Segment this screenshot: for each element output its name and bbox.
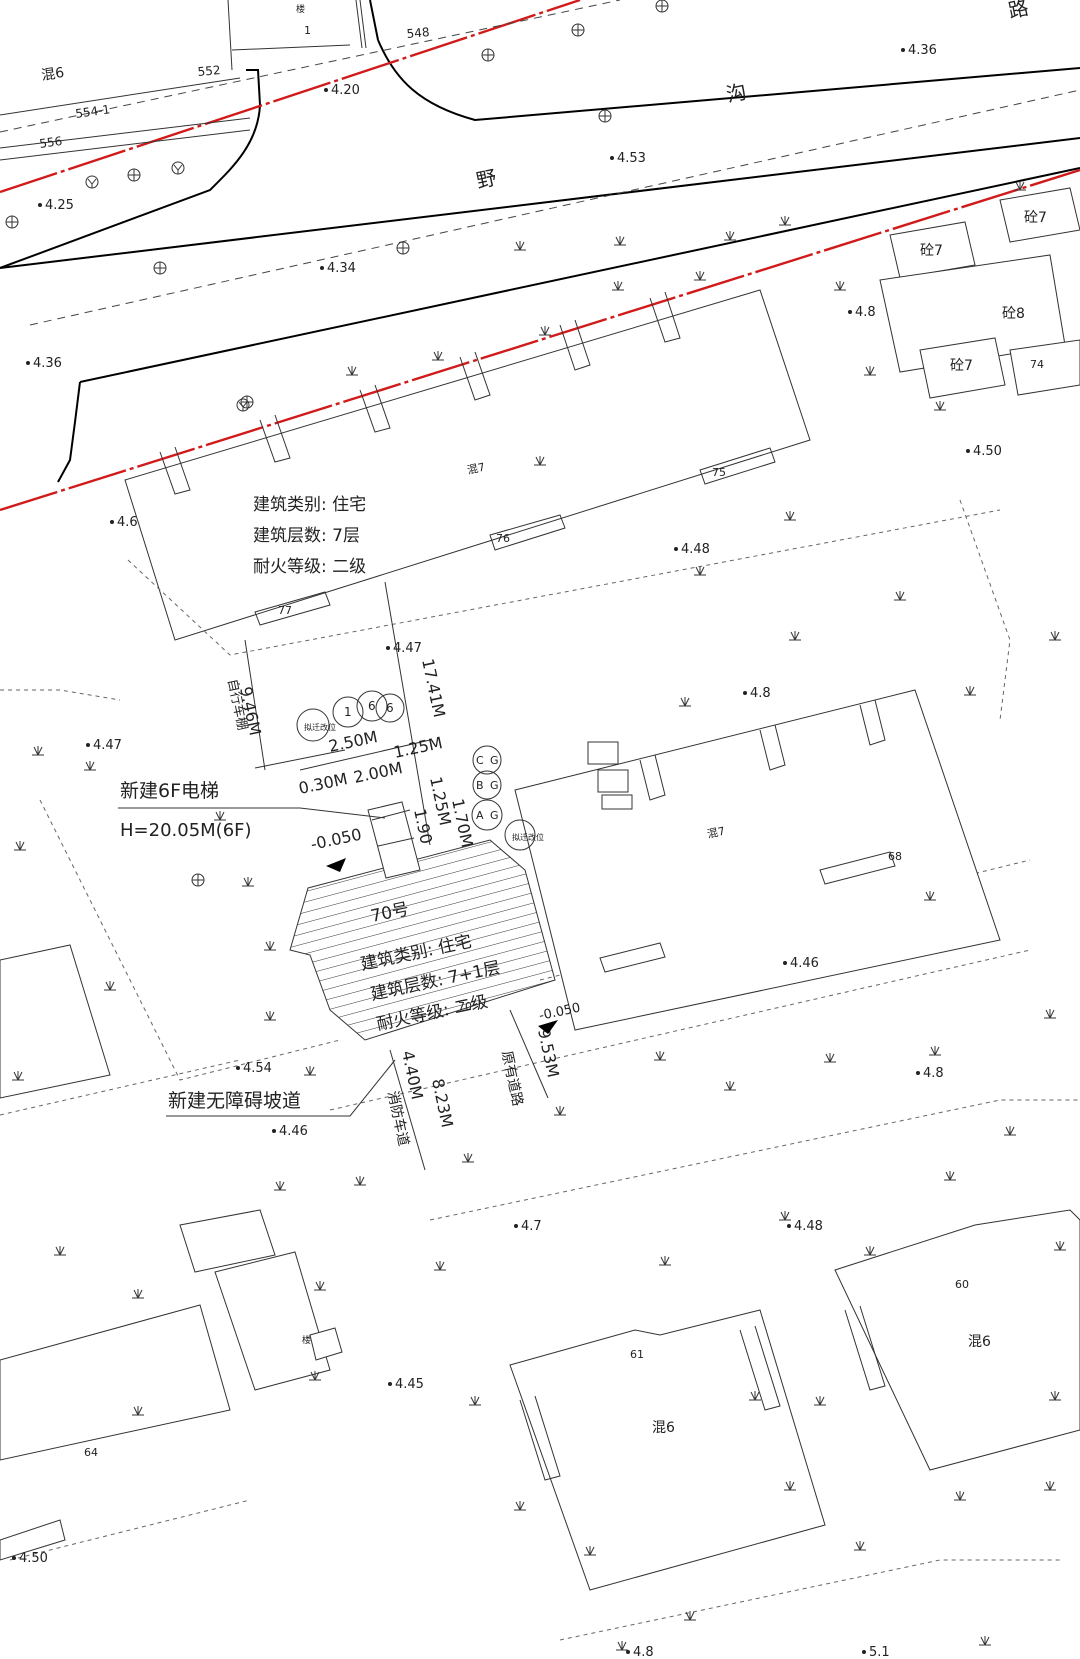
level-marker-1: [326, 858, 346, 872]
parcel-60: 60: [955, 1278, 969, 1291]
elev-e12: 4.8: [750, 686, 771, 701]
parcel-61: 61: [630, 1348, 644, 1361]
dim-100: 1.90: [410, 807, 436, 846]
parcel-75: 75: [712, 466, 726, 479]
north-bldg-floors: 建筑层数: 7层: [253, 526, 360, 546]
elev-e5: 4.34: [327, 261, 356, 276]
mix6-a: 混6: [652, 1420, 675, 1436]
dim-1741: 17.41M: [418, 657, 449, 719]
tree-code-3: 6: [386, 701, 394, 715]
elev-e17: 4.8: [923, 1066, 944, 1081]
middle-building: [514, 689, 1001, 1031]
parcel-lines-top: [0, 0, 367, 161]
existing-road-label: 原有道路: [498, 1050, 525, 1108]
elev-e18: 4.7: [521, 1219, 542, 1234]
elev-e22: 4.8: [633, 1645, 654, 1659]
elev-e16: 4.46: [279, 1124, 308, 1139]
elev-e1: 4.36: [908, 43, 937, 58]
mix6-b: 混6: [968, 1334, 991, 1350]
dim-030: 0.30M: [297, 769, 349, 798]
elev-e11: 4.47: [393, 641, 422, 656]
tree-code-5: G: [490, 754, 499, 767]
parcel-554: 554-1: [74, 102, 110, 121]
tree-code-7: G: [490, 779, 499, 792]
elev-e19: 4.48: [794, 1219, 823, 1234]
road-red-lines: [0, 0, 1080, 512]
elev-e23: 5.1: [869, 1645, 890, 1659]
one-label: 1: [304, 24, 311, 37]
north-building-label: 混7: [466, 460, 486, 476]
ramp-leader: [166, 1059, 396, 1117]
elev-e4: 4.53: [617, 151, 646, 166]
elevator-height: H=20.05M(6F): [120, 820, 252, 841]
parcel-552: 552: [197, 63, 221, 79]
con7-b: 砼7: [920, 243, 943, 259]
dimension-lines: [244, 581, 549, 1171]
tree-code-1: 1: [344, 705, 352, 719]
con8: 砼8: [1002, 306, 1025, 322]
elevator-leader: [118, 807, 386, 819]
elev-e3: 4.25: [45, 198, 74, 213]
street-char-3: 路: [1006, 0, 1031, 23]
road-edges: [0, 0, 1080, 483]
elev-e8: 4.50: [973, 444, 1002, 459]
elev-e20: 4.45: [395, 1377, 424, 1392]
dim-125: 1.25M: [392, 733, 444, 762]
relocated-2: 拟迁改位: [512, 832, 544, 842]
road-centerline: [0, 0, 1080, 326]
street-char-1: 野: [474, 165, 499, 193]
elevator-title: 新建6F电梯: [120, 780, 219, 802]
middle-building-label: 混7: [706, 824, 726, 840]
level-marker-2: [538, 1020, 558, 1034]
tree-code-6: B: [476, 779, 484, 792]
lower-right-buildings: [509, 1209, 1080, 1591]
dim-823: 8.23M: [428, 1077, 457, 1129]
parcel-64: 64: [84, 1446, 98, 1459]
parcel-74: 74: [1030, 358, 1044, 371]
tree-code-9: G: [490, 809, 499, 822]
con7-a: 砼7: [1024, 210, 1047, 226]
parcel-548: 548: [406, 25, 430, 41]
dim-200: 2.00M: [352, 758, 404, 787]
street-char-2: 沟: [724, 79, 749, 107]
lou-2: 楼: [302, 1334, 311, 1346]
mix6-c: 混6: [40, 65, 65, 84]
elev-e15: 4.54: [243, 1061, 272, 1076]
parcel-68: 68: [888, 850, 902, 863]
ramp-label: 新建无障碍坡道: [168, 1090, 301, 1112]
site-boundaries: [0, 499, 1080, 1641]
north-bldg-fire: 耐火等级: 二级: [253, 557, 366, 577]
parcel-556: 556: [38, 134, 63, 151]
building-70: [289, 801, 556, 1041]
elev-e14: 4.46: [790, 956, 819, 971]
dim-neg1: -0.050: [309, 825, 363, 854]
relocated-1: 拟迁改位: [304, 722, 336, 732]
upper-right-buildings: [879, 187, 1080, 399]
elev-e13: 4.47: [93, 738, 122, 753]
tree-code-2: 6: [368, 699, 376, 713]
con7-c: 砼7: [950, 358, 973, 374]
parcel-77: 77: [278, 604, 292, 617]
parcel-70: 70: [458, 1000, 472, 1013]
elev-e21: 4.50: [19, 1551, 48, 1566]
tree-circles: [296, 690, 536, 851]
elev-e2: 4.20: [331, 83, 360, 98]
tree-code-4: C: [476, 754, 484, 767]
elev-e6: 4.36: [33, 356, 62, 371]
north-bldg-category: 建筑类别: 住宅: [253, 495, 366, 515]
lower-left-buildings: [0, 944, 343, 1561]
parcel-76: 76: [496, 532, 510, 545]
elevations: 4.36 4.20 4.25 4.53 4.34 4.36 4.8 4.50 4…: [12, 43, 1002, 1659]
north-building: [124, 289, 811, 641]
small-structure: [587, 741, 633, 810]
lou-1: 楼: [296, 3, 305, 15]
elev-e10: 4.48: [681, 542, 710, 557]
elev-e9: 4.6: [117, 515, 138, 530]
tree-code-8: A: [476, 809, 484, 822]
dim-953: 9.53M: [534, 1027, 563, 1079]
elev-e7: 4.8: [855, 305, 876, 320]
